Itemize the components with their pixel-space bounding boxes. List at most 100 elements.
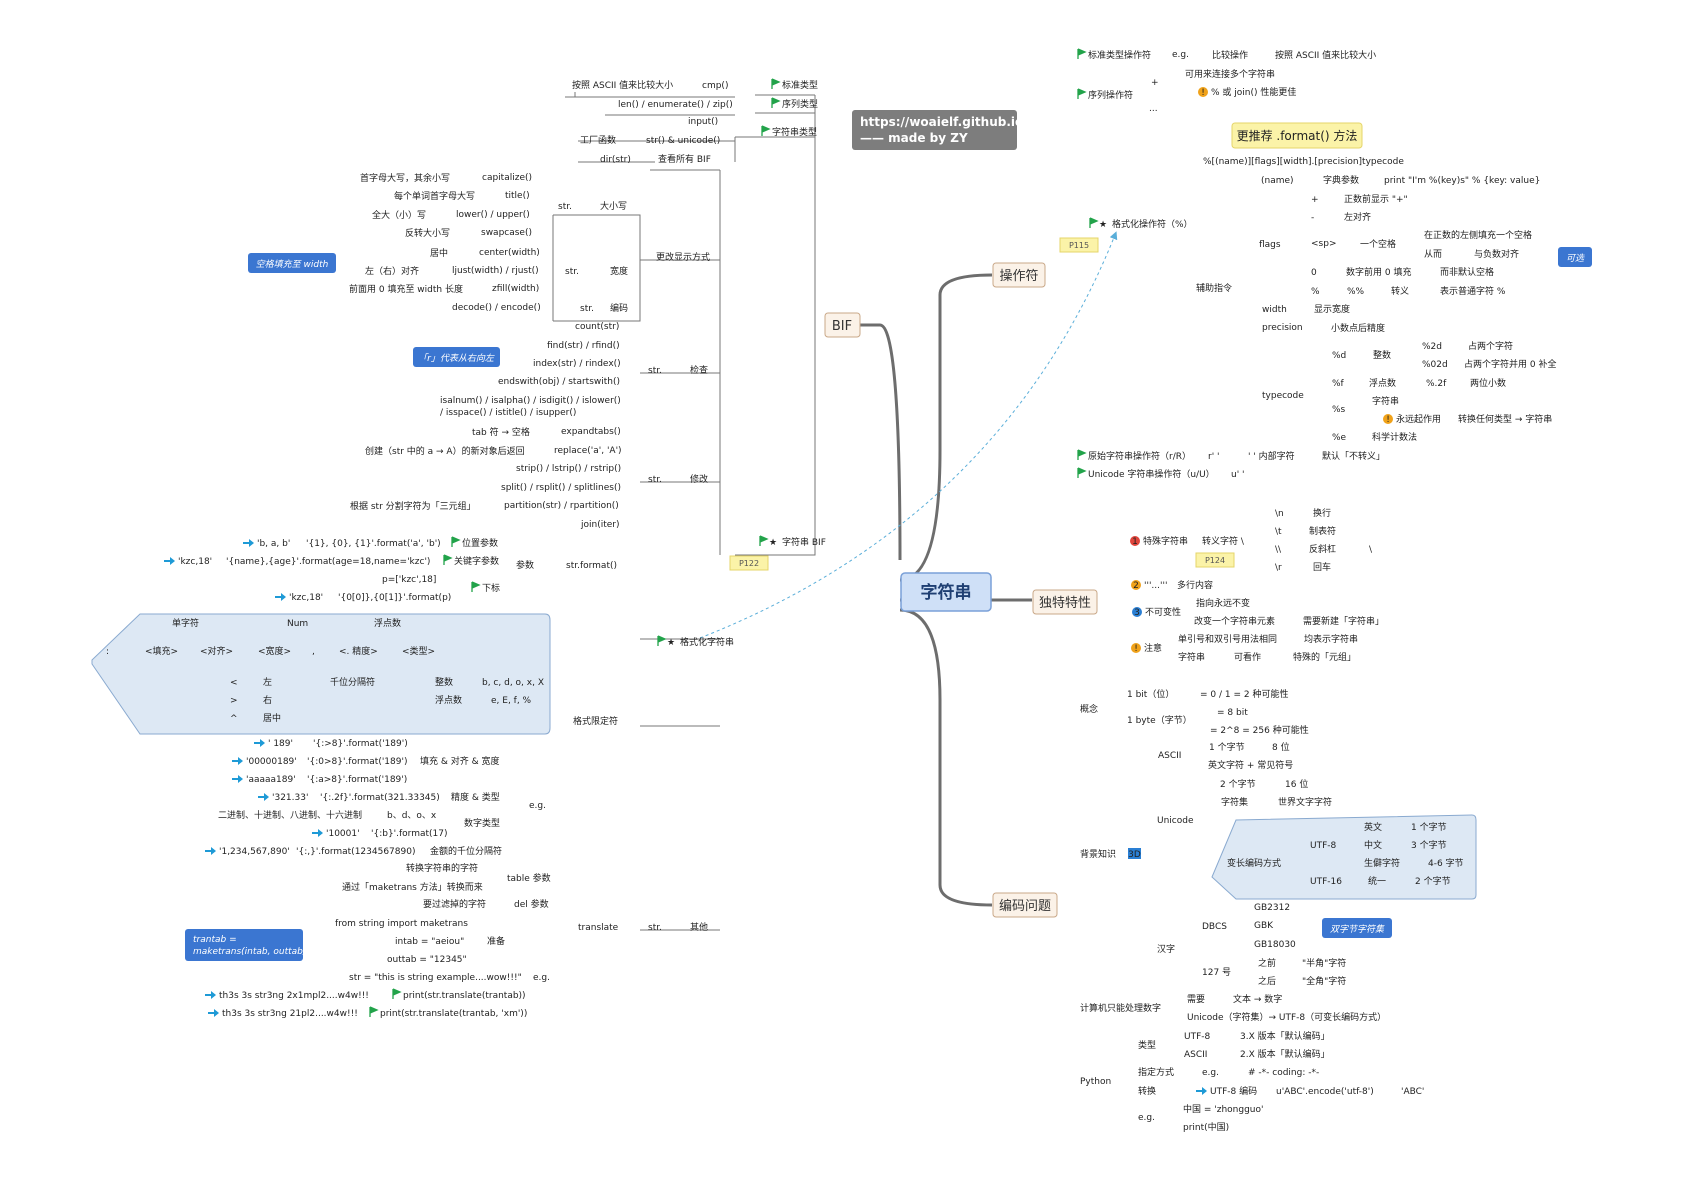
node-f-type[interactable]: <类型> [402,645,435,657]
node-fsp-d3[interactable]: 与负数对齐 [1474,248,1519,260]
node-changedisp[interactable]: 更改显示方式 [656,251,710,263]
node-encode[interactable]: 编码 [610,302,628,314]
node-fminus[interactable]: - [1311,213,1314,223]
node-pos-res[interactable]: 'b, a, b' [257,539,290,549]
node-e-numtype[interactable]: 数字类型 [464,817,500,829]
node-conv-res[interactable]: 'ABC' [1401,1087,1424,1097]
node-f-align[interactable]: <对齐> [200,645,233,657]
node-ljust-d[interactable]: 左（右）对齐 [365,265,419,277]
node-f-gt[interactable]: > [230,696,238,706]
node-widthk[interactable]: width [1262,305,1287,315]
node-tc-sci[interactable]: 科学计数法 [1372,431,1417,443]
node-uni[interactable]: Unicode 字符串操作符（u/U） [1088,468,1215,480]
node-raw-d[interactable]: 默认「不转义」 [1322,450,1385,462]
author-banner[interactable]: https://woaielf.github.io/ —— made by ZY [852,110,1028,150]
node-sub-res[interactable]: 'kzc,18' [289,593,323,603]
node-raw[interactable]: 原始字符串操作符（r/R） [1088,450,1191,462]
node-raw-v2[interactable]: ' ' 内部字符 [1248,450,1295,462]
node-python[interactable]: Python [1080,1077,1111,1087]
node-strtype[interactable]: 字符串类型 [772,126,817,138]
node-utf8[interactable]: UTF-8 [1310,841,1337,851]
node-e4-res[interactable]: '321.33' [272,793,308,803]
node-cmpop-d[interactable]: 按照 ASCII 值来比较大小 [1275,49,1376,61]
node-note-d1[interactable]: 单引号和双引号用法相同 [1178,633,1277,645]
node-e3[interactable]: '{:a>8}'.format('189') [307,775,407,785]
node-outtab[interactable]: outtab = "12345" [387,955,467,965]
node-f-left[interactable]: 左 [263,676,272,688]
node-escape[interactable]: 转义字符 \ [1202,535,1245,547]
node-chn-d[interactable]: 3 个字节 [1411,839,1447,851]
node-type[interactable]: 类型 [1138,1039,1156,1051]
node-gb18030[interactable]: GB18030 [1254,940,1296,950]
node-esc-n-d[interactable]: 换行 [1313,507,1331,519]
node-f-thou[interactable]: 千位分隔符 [330,676,375,688]
node-center-d[interactable]: 居中 [430,247,448,259]
node-esc-r-d[interactable]: 回车 [1313,561,1331,573]
node-cap-d[interactable]: 首字母大写，其余小写 [360,172,450,184]
node-py-ascii-d[interactable]: 2.X 版本「默认编码」 [1240,1048,1330,1060]
node-partition[interactable]: partition(str) / rpartition() [504,501,619,511]
node-eg4[interactable]: e.g. [1202,1068,1219,1078]
node-uc-d1[interactable]: 2 个字节 [1220,778,1256,790]
node-bg[interactable]: 背景知识 [1080,848,1116,860]
node-index[interactable]: index(str) / rindex() [533,359,621,369]
node-find[interactable]: find(str) / rfind() [547,341,620,351]
node-fsp-d1[interactable]: 在正数的左侧填充一个空格 [1424,229,1532,241]
node-swap[interactable]: swapcase() [481,228,532,238]
major-features[interactable]: 独特特性 [1032,589,1098,615]
node-kw[interactable]: 关键字参数 [454,555,499,567]
node-swap-d[interactable]: 反转大小写 [405,227,450,239]
node-tc-flt[interactable]: 浮点数 [1369,377,1396,389]
node-del[interactable]: del 参数 [514,898,549,910]
node-tc-s[interactable]: %s [1332,405,1346,415]
node-title-d[interactable]: 每个单词首字母大写 [394,190,475,202]
node-f-char[interactable]: 单字符 [172,617,199,629]
node-plus[interactable]: + [1151,78,1159,88]
node-e1[interactable]: '{:>8}'.format('189') [313,739,408,749]
node-comp[interactable]: 计算机只能处理数字 [1080,1002,1161,1014]
node-std[interactable]: 标准类型 [782,79,818,91]
node-strip[interactable]: strip() / lstrip() / rstrip() [516,464,621,474]
node-f-flt[interactable]: 浮点数 [435,694,462,706]
node-e3-res[interactable]: 'aaaaa189' [246,775,296,785]
node-intab[interactable]: intab = "aeiou" [395,937,464,947]
major-bif[interactable]: BIF [824,312,861,338]
node-width[interactable]: 宽度 [610,265,628,277]
node-cmp[interactable]: cmp() [702,81,728,91]
node-ascii-d2[interactable]: 8 位 [1272,741,1290,753]
node-full[interactable]: "全角"字符 [1302,975,1346,987]
node-note-d5[interactable]: 特殊的「元组」 [1293,651,1356,663]
node-esc-r[interactable]: \r [1275,563,1282,573]
node-eng-d[interactable]: 1 个字节 [1411,821,1447,833]
node-flags[interactable]: flags [1259,240,1281,250]
node-f-int[interactable]: 整数 [435,676,453,688]
node-tc-forever[interactable]: 永远起作用 [1396,413,1441,425]
node-f-mid[interactable]: 居中 [263,712,281,724]
node-convert[interactable]: 转换 [1138,1085,1156,1097]
node-py-utf8[interactable]: UTF-8 [1184,1032,1211,1042]
root-node[interactable]: 字符串 [900,572,992,612]
node-multi[interactable]: '''...''' [1144,581,1167,591]
node-e7[interactable]: '{:,}'.format(1234567890) [296,847,415,857]
node-eg3[interactable]: e.g. [1172,50,1189,60]
node-tc-conv[interactable]: 转换任何类型 → 字符串 [1458,413,1552,425]
node-raw-v[interactable]: r' ' [1208,452,1220,462]
node-chn[interactable]: 中文 [1364,839,1382,851]
node-e-fill[interactable]: 填充 & 对齐 & 宽度 [420,755,499,767]
node-replace[interactable]: replace('a', 'A') [554,446,622,456]
node-check[interactable]: 检查 [690,364,708,376]
node-ascii[interactable]: ASCII [1158,751,1181,761]
node-lowup-d[interactable]: 全大（小）写 [372,209,426,221]
node-e2[interactable]: '{:0>8}'.format('189') [307,757,407,767]
node-fsp-d[interactable]: 一个空格 [1360,238,1396,250]
node-prep[interactable]: 准备 [487,935,505,947]
node-prec-d[interactable]: 小数点后精度 [1331,322,1385,334]
node-byte[interactable]: 1 byte（字节） [1127,714,1192,726]
node-note-d2[interactable]: 均表示字符串 [1304,633,1358,645]
node-note-d3[interactable]: 字符串 [1178,651,1205,663]
node-tc-e[interactable]: %e [1332,433,1347,443]
node-f-fill[interactable]: <填充> [145,645,178,657]
node-name[interactable]: (name) [1261,176,1294,186]
node-pos-ex[interactable]: '{1}, {0}, {1}'.format('a', 'b') [306,539,441,549]
node-tc-2d-d[interactable]: 占两个字符 [1468,340,1513,352]
